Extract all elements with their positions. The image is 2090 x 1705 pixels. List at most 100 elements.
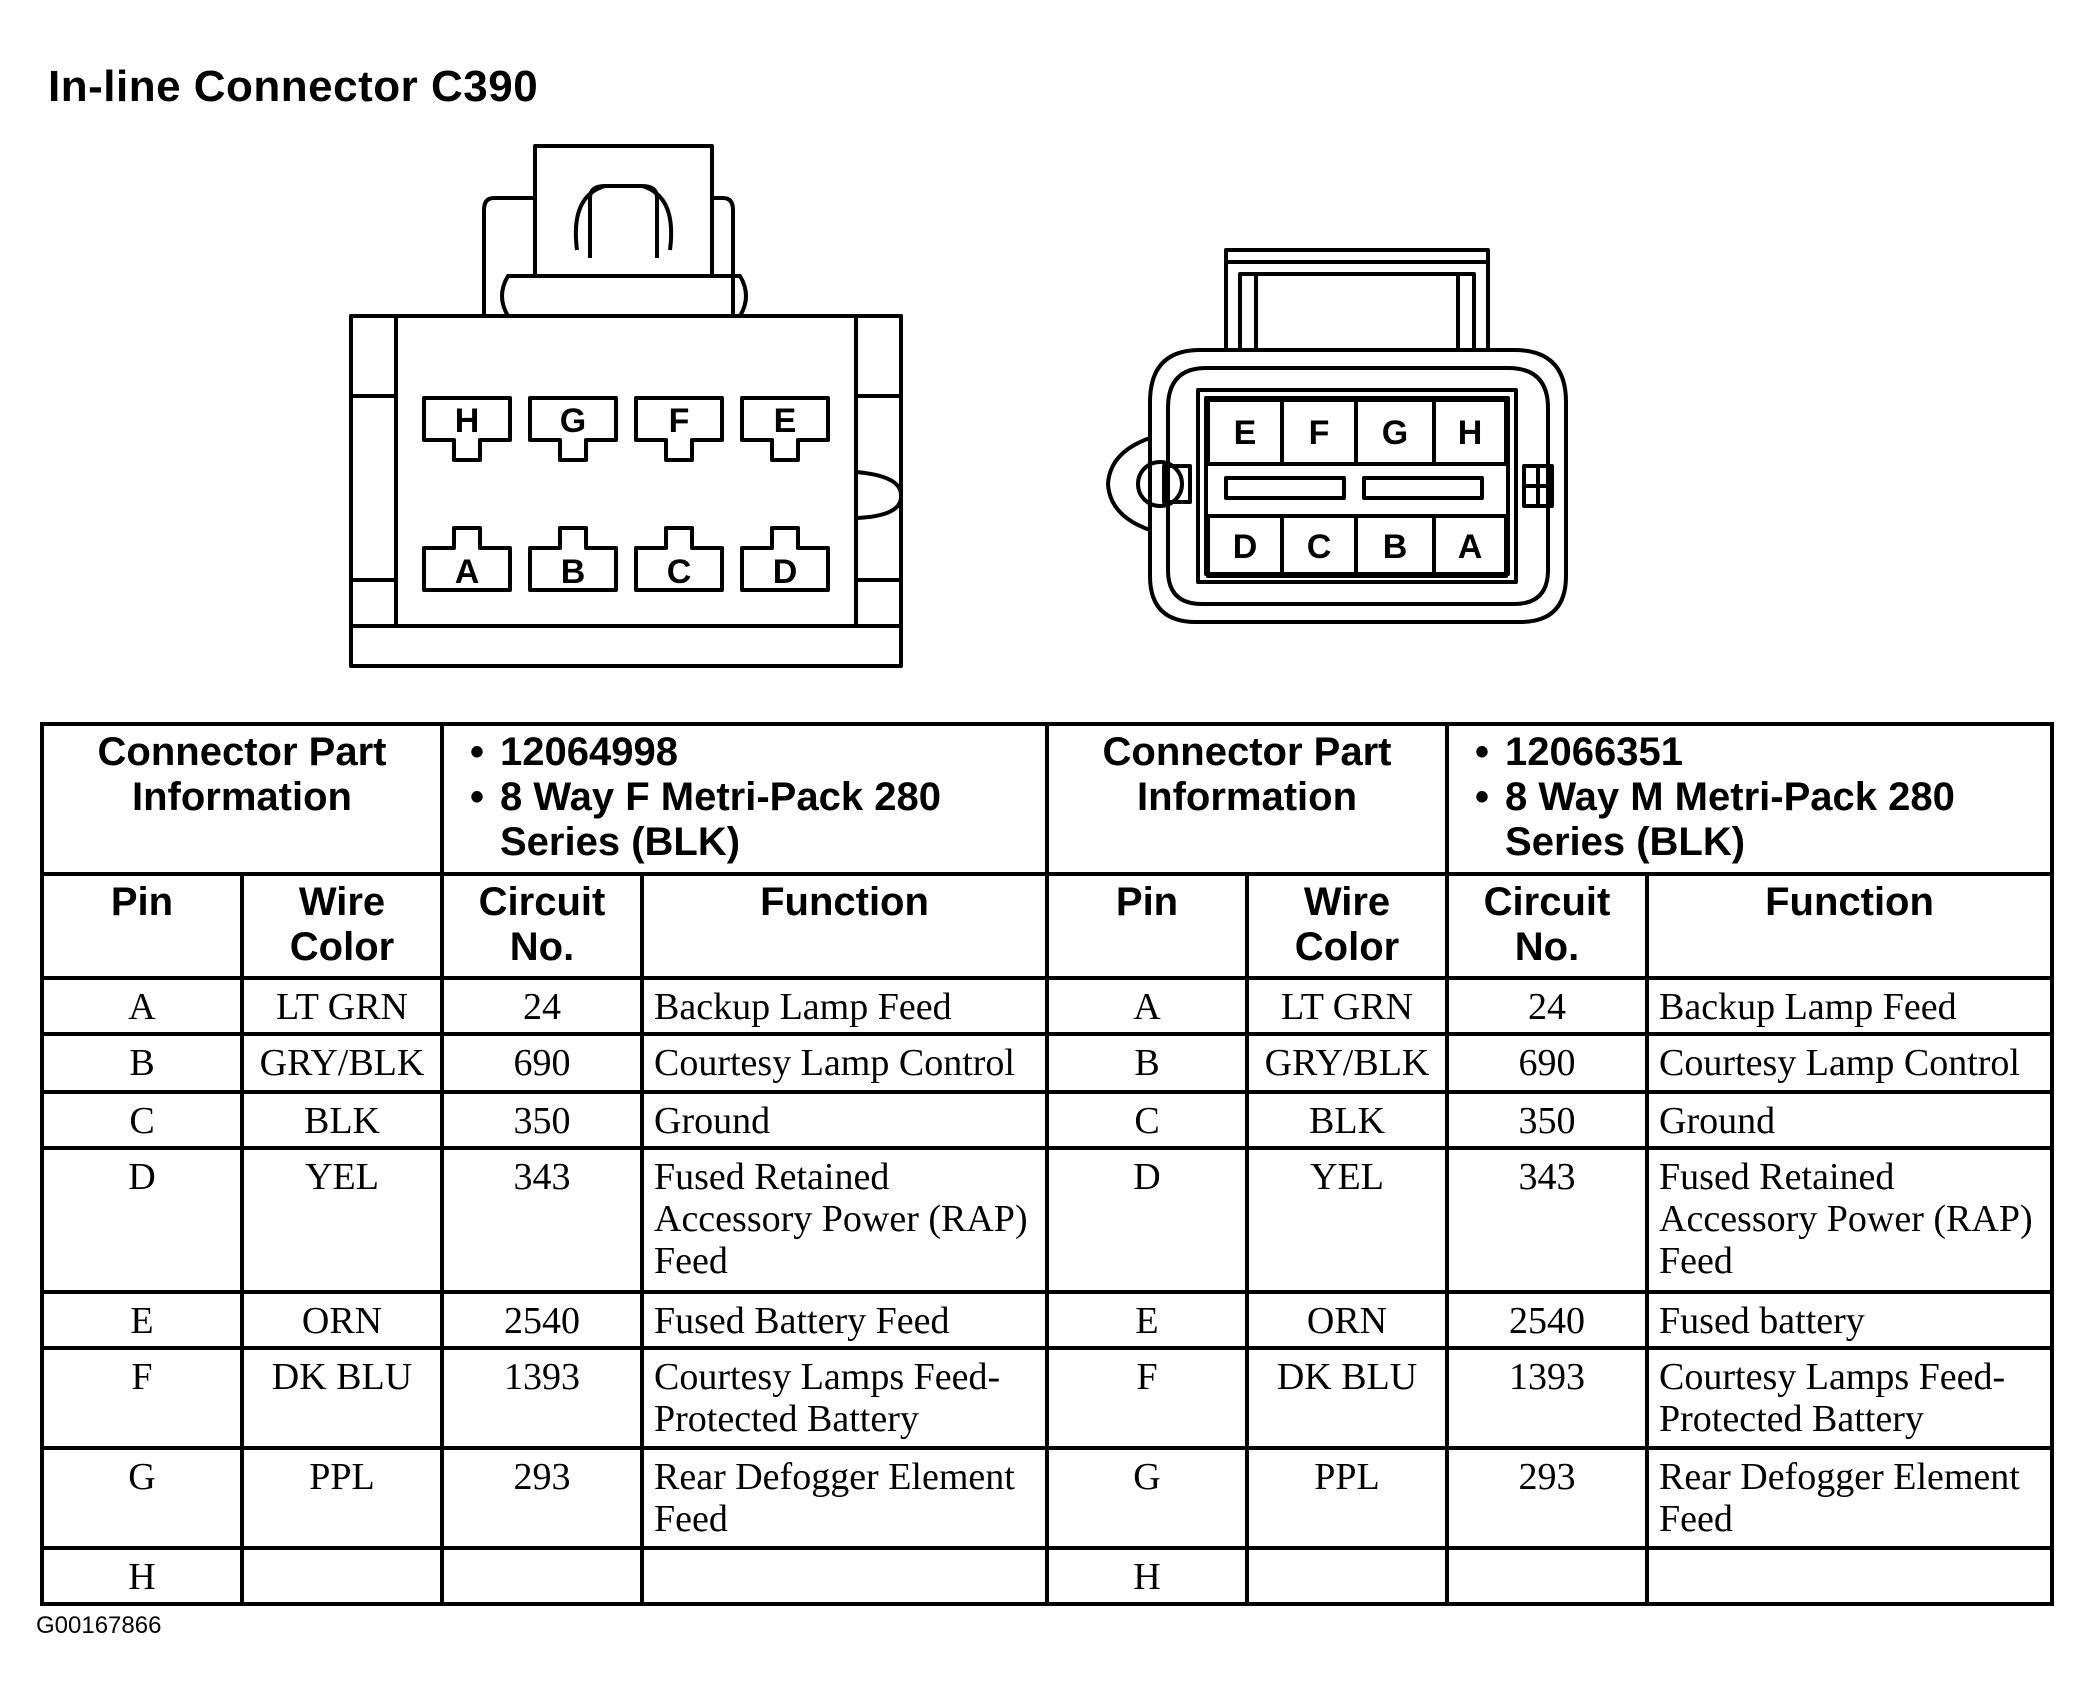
right-part-number: 12066351 <box>1475 730 2050 775</box>
connector-diagrams: H G F E A B C D <box>349 144 1568 668</box>
left-header-circuit-no: Circuit No. <box>440 872 644 980</box>
male-pin-label-f: F <box>1309 414 1330 452</box>
left-pin-cell: D <box>40 1146 244 1294</box>
right-wire-color-cell: DK BLU <box>1245 1346 1450 1450</box>
right-pin-cell: B <box>1045 1032 1250 1094</box>
right-pin-cell: H <box>1045 1546 1250 1606</box>
left-pin-cell: H <box>40 1546 244 1606</box>
left-function-cell: Backup Lamp Feed <box>639 976 1050 1036</box>
right-circuit-no-cell <box>1445 1546 1650 1606</box>
right-circuit-no-cell: 350 <box>1445 1090 1650 1150</box>
right-pin-cell: C <box>1045 1090 1250 1150</box>
right-header-wire-color: Wire Color <box>1245 872 1450 980</box>
female-pin-label-d: D <box>773 553 798 591</box>
male-pin-label-e: E <box>1234 414 1257 452</box>
right-wire-color-cell: GRY/BLK <box>1245 1032 1450 1094</box>
right-pin-cell: E <box>1045 1290 1250 1350</box>
right-circuit-no-cell: 690 <box>1445 1032 1650 1094</box>
right-header-circuit-no: Circuit No. <box>1445 872 1650 980</box>
right-header-pin: Pin <box>1045 872 1250 980</box>
left-wire-color-cell: DK BLU <box>240 1346 444 1450</box>
left-wire-color-cell <box>240 1546 444 1606</box>
figure-code: G00167866 <box>36 1612 162 1639</box>
right-part-description: 8 Way M Metri-Pack 280 Series (BLK) <box>1475 775 2050 865</box>
right-pin-cell: G <box>1045 1446 1250 1550</box>
left-circuit-no-cell: 293 <box>440 1446 644 1550</box>
left-function-cell: Rear Defogger Element Feed <box>639 1446 1050 1550</box>
right-wire-color-cell: PPL <box>1245 1446 1450 1550</box>
female-pin-label-f: F <box>669 402 690 440</box>
left-part-description: 8 Way F Metri-Pack 280 Series (BLK) <box>470 775 1045 865</box>
left-circuit-no-cell: 2540 <box>440 1290 644 1350</box>
column-header-row: Pin Wire Color Circuit No. Function Pin … <box>40 872 2055 980</box>
diagram-title: In-line Connector C390 <box>48 62 539 111</box>
male-pin-label-g: G <box>1382 414 1408 452</box>
right-function-cell <box>1645 1546 2055 1606</box>
male-connector-face: E F G H D C B A <box>1106 248 1568 624</box>
left-header-function: Function <box>639 872 1050 980</box>
left-circuit-no-cell: 343 <box>440 1146 644 1294</box>
left-pin-cell: G <box>40 1446 244 1550</box>
female-pin-label-a: A <box>455 553 480 591</box>
male-pin-label-c: C <box>1307 528 1332 566</box>
left-part-number: 12064998 <box>470 730 1045 775</box>
left-function-cell <box>639 1546 1050 1606</box>
right-function-cell: Courtesy Lamp Control <box>1645 1032 2055 1094</box>
male-pin-label-h: H <box>1458 414 1483 452</box>
left-pin-cell: E <box>40 1290 244 1350</box>
right-circuit-no-cell: 2540 <box>1445 1290 1650 1350</box>
female-pin-label-b: B <box>561 553 586 591</box>
left-function-cell: Courtesy Lamps Feed-Protected Battery <box>639 1346 1050 1450</box>
right-function-cell: Backup Lamp Feed <box>1645 976 2055 1036</box>
right-wire-color-cell: ORN <box>1245 1290 1450 1350</box>
female-pin-label-e: E <box>774 402 797 440</box>
right-function-cell: Fused battery <box>1645 1290 2055 1350</box>
left-wire-color-cell: LT GRN <box>240 976 444 1036</box>
right-function-cell: Courtesy Lamps Feed-Protected Battery <box>1645 1346 2055 1450</box>
right-part-info: 12066351 8 Way M Metri-Pack 280 Series (… <box>1445 722 2055 876</box>
female-connector-face: H G F E A B C D <box>349 144 903 668</box>
left-circuit-no-cell: 690 <box>440 1032 644 1094</box>
right-wire-color-cell: YEL <box>1245 1146 1450 1294</box>
right-pin-cell: D <box>1045 1146 1250 1294</box>
female-pin-label-g: G <box>560 402 586 440</box>
left-circuit-no-cell <box>440 1546 644 1606</box>
male-pin-label-d: D <box>1233 528 1258 566</box>
left-circuit-no-cell: 24 <box>440 976 644 1036</box>
left-function-cell: Fused Battery Feed <box>639 1290 1050 1350</box>
male-pin-label-a: A <box>1458 528 1483 566</box>
left-wire-color-cell: YEL <box>240 1146 444 1294</box>
right-function-cell: Ground <box>1645 1090 2055 1150</box>
left-function-cell: Ground <box>639 1090 1050 1150</box>
left-pin-cell: A <box>40 976 244 1036</box>
left-part-info: 12064998 8 Way F Metri-Pack 280 Series (… <box>439 722 1050 876</box>
connector-pinout-table: Connector Part Information 12064998 8 Wa… <box>40 722 2055 1606</box>
left-function-cell: Courtesy Lamp Control <box>639 1032 1050 1094</box>
left-wire-color-cell: ORN <box>240 1290 444 1350</box>
right-part-info-label: Connector Part Information <box>1045 722 1450 876</box>
left-header-pin: Pin <box>40 872 244 980</box>
right-wire-color-cell: LT GRN <box>1245 976 1450 1036</box>
left-pin-cell: B <box>40 1032 244 1094</box>
female-pin-label-h: H <box>455 402 480 440</box>
left-function-cell: Fused Retained Accessory Power (RAP) Fee… <box>639 1146 1050 1294</box>
male-pin-label-b: B <box>1383 528 1408 566</box>
right-circuit-no-cell: 24 <box>1445 976 1650 1036</box>
right-pin-cell: F <box>1045 1346 1250 1450</box>
left-wire-color-cell: BLK <box>240 1090 444 1150</box>
right-circuit-no-cell: 343 <box>1445 1146 1650 1294</box>
female-pin-label-c: C <box>667 553 692 591</box>
left-wire-color-cell: PPL <box>240 1446 444 1550</box>
right-function-cell: Rear Defogger Element Feed <box>1645 1446 2055 1550</box>
left-pin-cell: F <box>40 1346 244 1450</box>
right-header-function: Function <box>1645 872 2055 980</box>
right-pin-cell: A <box>1045 976 1250 1036</box>
left-circuit-no-cell: 350 <box>440 1090 644 1150</box>
